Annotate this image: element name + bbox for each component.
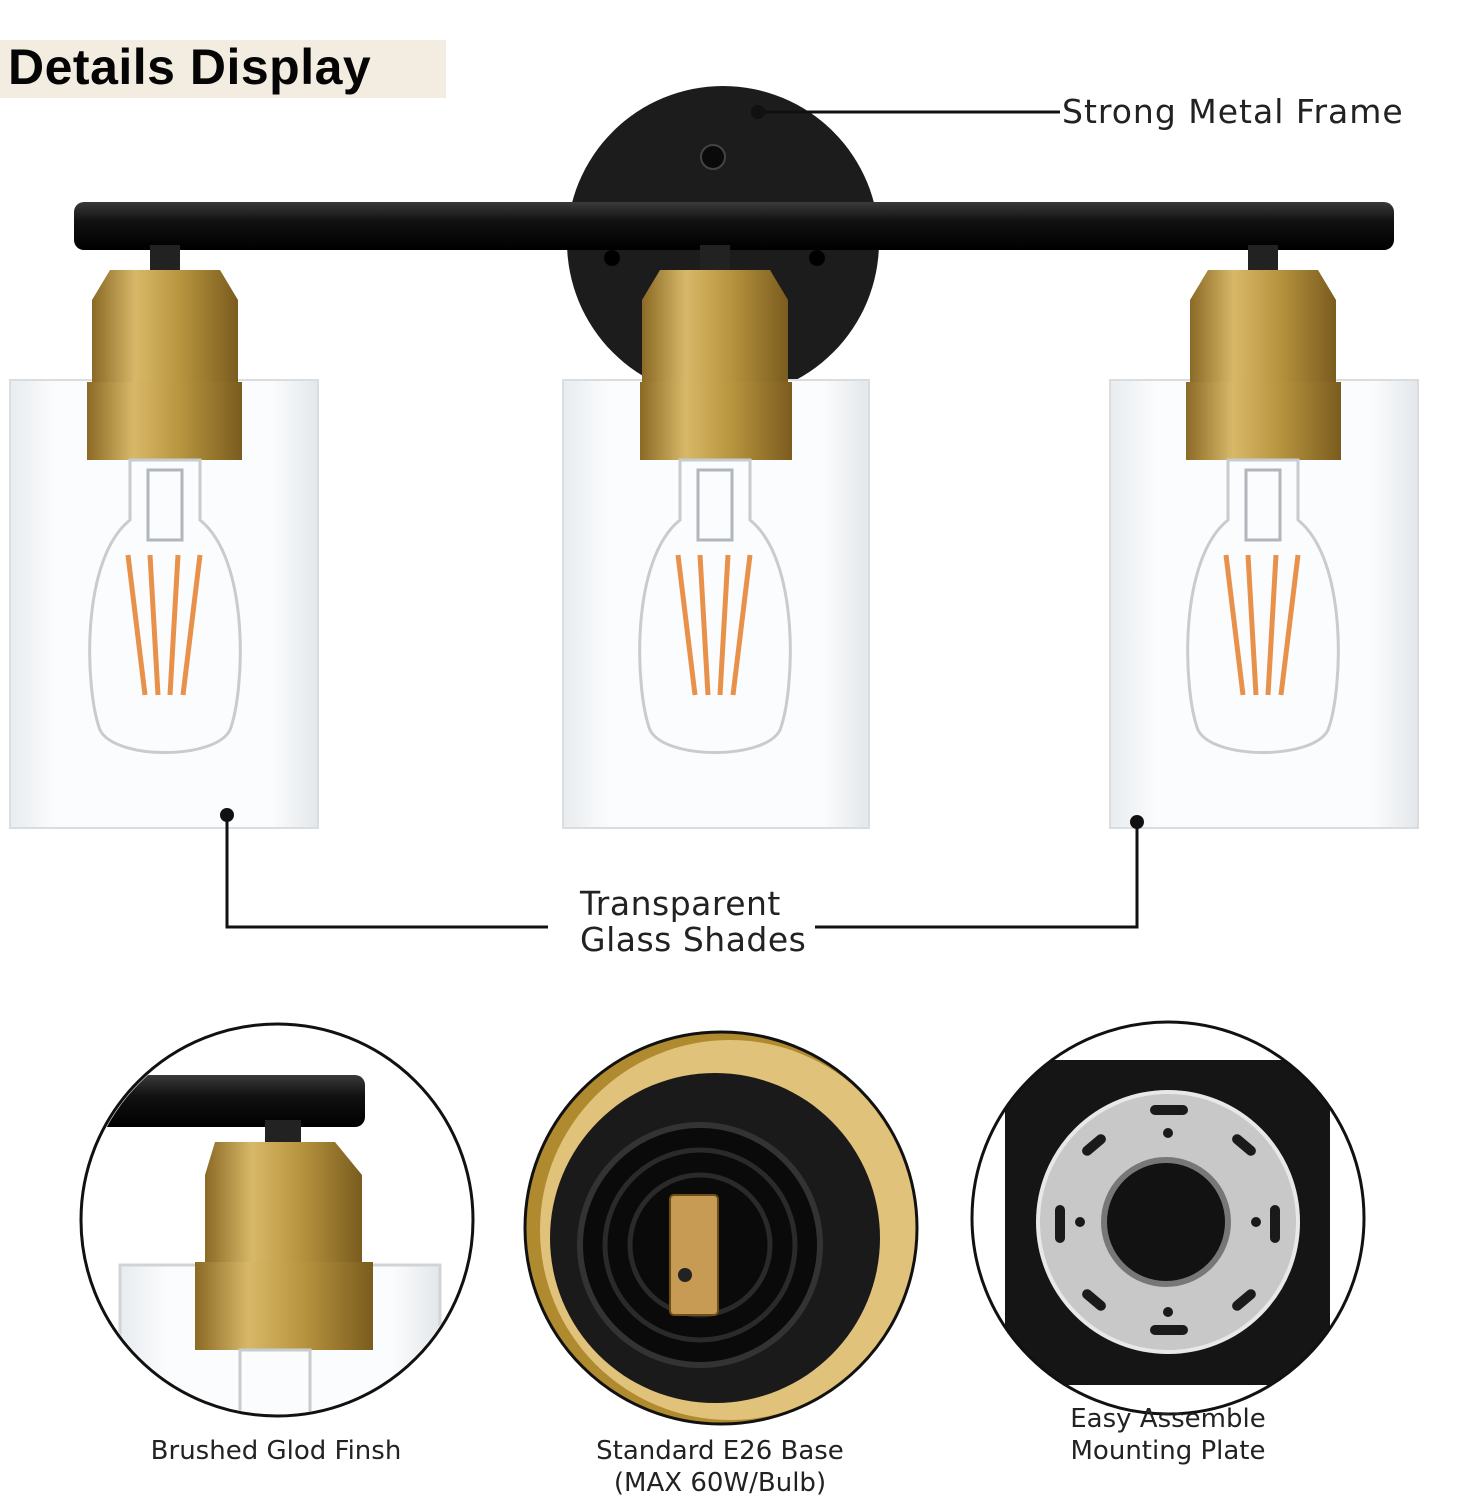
sconce-center — [562, 245, 870, 829]
callout-dot-frame — [751, 105, 765, 119]
callout-dot-glass-left — [220, 808, 234, 822]
detail-finish-caption: Brushed Glod Finsh — [150, 1436, 402, 1466]
callout-glass-label-line1: Transparent — [580, 884, 781, 923]
crossbar — [74, 202, 1394, 250]
detail-mounting-plate-image — [970, 1020, 1366, 1416]
sconce-right — [1109, 245, 1419, 829]
callout-frame-label: Strong Metal Frame — [1062, 92, 1404, 131]
detail-socket-caption-line1: Standard E26 Base — [596, 1436, 844, 1466]
detail-plate-caption-line2: Mounting Plate — [1070, 1436, 1266, 1466]
detail-finish-image — [79, 1022, 475, 1418]
sconce-left — [9, 245, 319, 829]
detail-socket-caption-line2: (MAX 60W/Bulb) — [613, 1468, 827, 1498]
detail-plate-caption-line1: Easy Assemble — [1070, 1404, 1266, 1434]
title-highlight — [0, 40, 446, 98]
callout-glass-label-line2: Glass Shades — [580, 920, 807, 959]
callout-dot-glass-right — [1130, 815, 1144, 829]
page-title: Details Display — [8, 39, 372, 95]
detail-socket-image — [523, 1030, 919, 1426]
callout-lines — [225, 110, 1139, 929]
